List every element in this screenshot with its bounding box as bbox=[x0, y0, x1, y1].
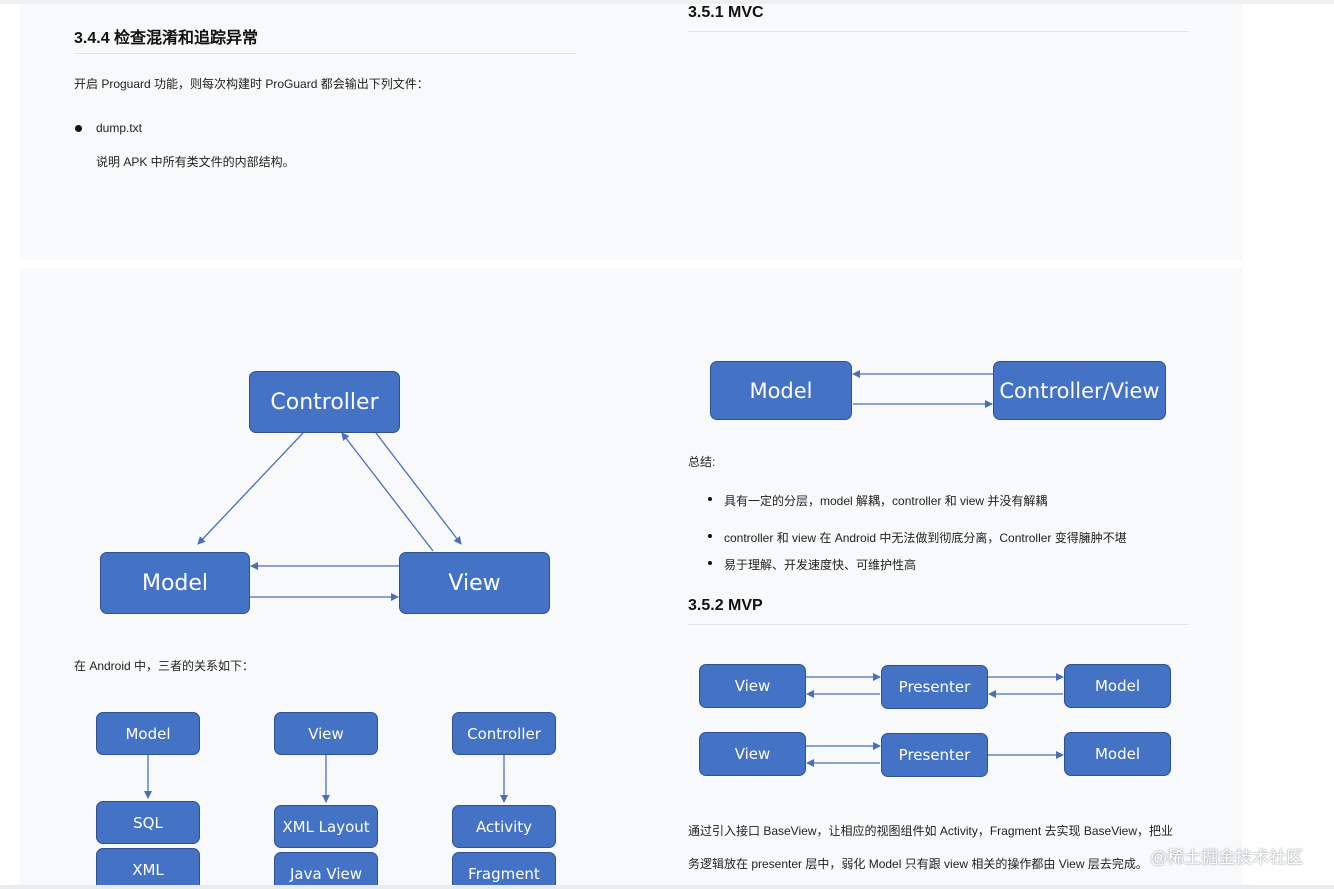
bullet-dot bbox=[708, 534, 712, 538]
mvp-description-line-2: 务逻辑放在 presenter 层中，弱化 Model 只有跟 view 相关的… bbox=[688, 857, 1148, 871]
simple-model-box: Model bbox=[710, 361, 852, 420]
android-activity-box: Activity bbox=[452, 805, 556, 848]
android-view-box: View bbox=[274, 712, 378, 755]
top-scroll-edge bbox=[0, 0, 1334, 4]
mvp-presenter-box-2: Presenter bbox=[881, 733, 988, 777]
android-model-box: Model bbox=[96, 712, 200, 755]
page-panel-top bbox=[20, 4, 1242, 260]
bullet-dot bbox=[708, 561, 712, 565]
juejin-watermark: @稀土掘金技术社区 bbox=[1150, 848, 1304, 867]
mvc-model-box: Model bbox=[100, 552, 250, 614]
android-relation-note: 在 Android 中，三者的关系如下： bbox=[74, 659, 255, 673]
mvp-description-line-1: 通过引入接口 BaseView，让相应的视图组件如 Activity，Fragm… bbox=[688, 824, 1173, 838]
android-sql-box: SQL bbox=[96, 801, 200, 844]
android-xml-layout-box: XML Layout bbox=[274, 805, 378, 848]
bullet-dump-txt: dump.txt bbox=[96, 121, 143, 135]
bullet-dot bbox=[75, 125, 82, 132]
mvp-view-box-1: View bbox=[699, 664, 806, 708]
heading-3-5-1: 3.5.1 MVC bbox=[688, 4, 764, 21]
bullet-dot bbox=[708, 497, 712, 501]
summary-bullet-2: controller 和 view 在 Android 中无法做到彻底分离，Co… bbox=[724, 531, 1127, 545]
mvp-model-box-1: Model bbox=[1064, 664, 1171, 708]
mvc-controller-box: Controller bbox=[249, 371, 400, 433]
summary-bullet-3: 易于理解、开发速度快、可维护性高 bbox=[724, 558, 917, 572]
simple-controller-view-box: Controller/View bbox=[993, 361, 1166, 420]
heading-rule-3-5-2 bbox=[688, 624, 1188, 625]
android-java-view-box: Java View bbox=[274, 852, 378, 889]
dump-txt-description: 说明 APK 中所有类文件的内部结构。 bbox=[96, 155, 295, 169]
android-controller-box: Controller bbox=[452, 712, 556, 755]
android-fragment-box: Fragment bbox=[452, 852, 556, 889]
mvc-view-box: View bbox=[399, 552, 550, 614]
heading-3-4-4: 3.4.4 检查混淆和追踪异常 bbox=[74, 30, 259, 47]
mvp-model-box-2: Model bbox=[1064, 732, 1171, 776]
android-xml-box: XML bbox=[96, 848, 200, 889]
summary-label: 总结: bbox=[688, 455, 716, 469]
proguard-intro-text: 开启 Proguard 功能，则每次构建时 ProGuard 都会输出下列文件： bbox=[74, 77, 429, 91]
bottom-scroll-edge bbox=[0, 885, 1334, 889]
mvp-presenter-box-1: Presenter bbox=[881, 665, 988, 709]
heading-rule-3-4-4 bbox=[74, 53, 576, 54]
heading-rule-3-5-1 bbox=[688, 31, 1188, 32]
heading-3-5-2: 3.5.2 MVP bbox=[688, 597, 763, 614]
summary-bullet-1: 具有一定的分层，model 解耦，controller 和 view 并没有解耦 bbox=[724, 494, 1048, 508]
mvp-view-box-2: View bbox=[699, 732, 806, 776]
